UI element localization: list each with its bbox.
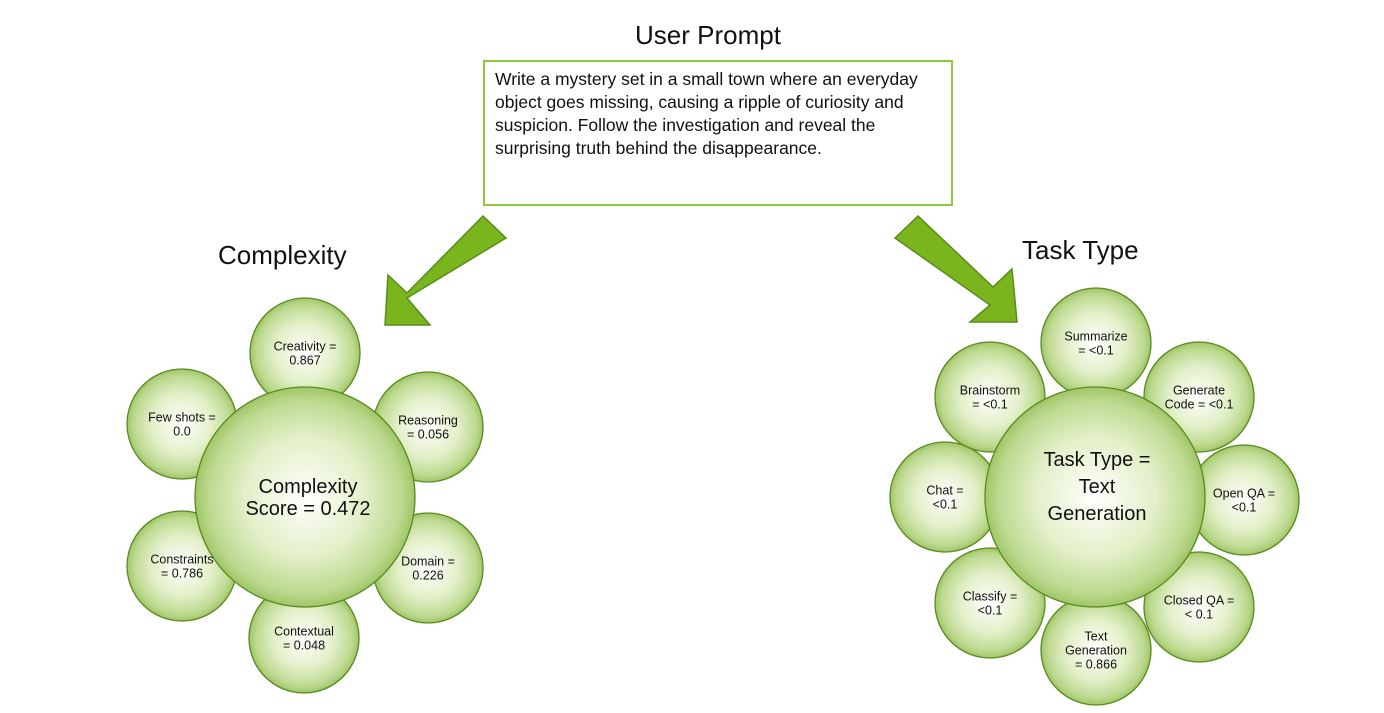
creativity-label: Creativity =0.867 bbox=[274, 339, 337, 367]
few-shots-label: Few shots =0.0 bbox=[148, 410, 216, 438]
constraints-label: Constraints= 0.786 bbox=[150, 552, 213, 580]
task-type-center-bubble bbox=[984, 386, 1206, 608]
user-prompt-title: User Prompt bbox=[635, 20, 781, 50]
closed-qa-label: Closed QA =< 0.1 bbox=[1164, 593, 1235, 621]
user-prompt-box: Write a mystery set in a small town wher… bbox=[483, 60, 953, 206]
closed-qa-bubble bbox=[1143, 551, 1255, 663]
classify-label: Classify =<0.1 bbox=[963, 589, 1018, 617]
domain-label: Domain =0.226 bbox=[401, 554, 455, 582]
task-type-title: Task Type bbox=[1022, 235, 1139, 265]
brainstorm-label: Brainstorm= <0.1 bbox=[960, 383, 1020, 411]
contextual-label: Contextual= 0.048 bbox=[274, 624, 334, 652]
open-qa-label: Open QA =<0.1 bbox=[1213, 486, 1275, 514]
summarize-label: Summarize= <0.1 bbox=[1064, 329, 1127, 357]
complexity-center-bubble bbox=[194, 386, 416, 608]
right-arrow bbox=[893, 214, 1018, 323]
reasoning-label: Reasoning= 0.056 bbox=[398, 413, 458, 441]
left-arrow bbox=[384, 214, 508, 326]
chat-label: Chat =<0.1 bbox=[926, 483, 963, 511]
complexity-title: Complexity bbox=[218, 240, 347, 270]
